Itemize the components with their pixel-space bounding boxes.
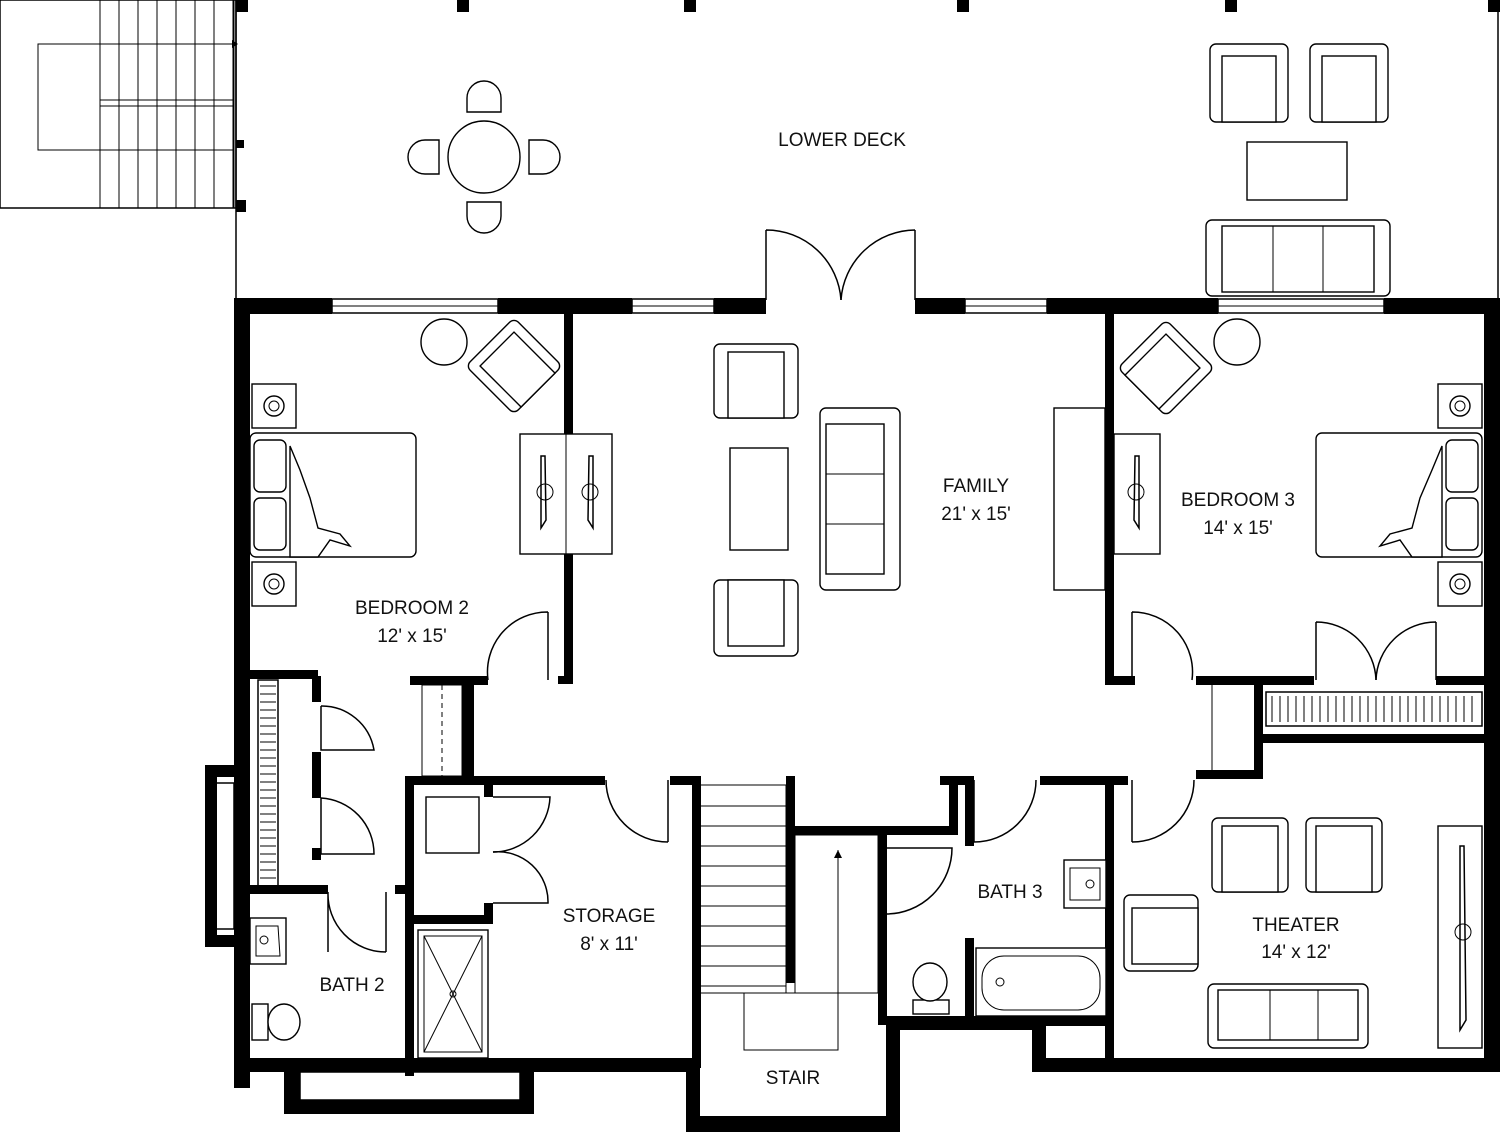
deck-dining-set: [407, 80, 561, 234]
closet-shelving: [257, 679, 1483, 889]
family-dims: 21' x 15': [941, 504, 1011, 525]
bedroom2-furniture: [249, 318, 613, 607]
theater-furniture: [1123, 817, 1483, 1049]
lower-deck: [235, 0, 1500, 300]
storage-dims: 8' x 11': [580, 934, 638, 955]
central-stair: [699, 784, 887, 1051]
theater-name: THEATER: [1252, 915, 1339, 936]
bedroom3-name: BEDROOM 3: [1181, 490, 1295, 511]
bedroom3-furniture: [1113, 318, 1483, 607]
family-furniture: [713, 343, 1106, 657]
bath3-name: BATH 3: [977, 882, 1042, 903]
bath2-name: BATH 2: [319, 975, 384, 996]
windows: [213, 298, 1385, 1101]
bedroom2-dims: 12' x 15': [377, 626, 447, 647]
lower-deck-name: LOWER DECK: [778, 130, 906, 151]
bedroom3-dims: 14' x 15': [1203, 518, 1273, 539]
room-labels: LOWER DECK FAMILY 21' x 15' BEDROOM 2 12…: [319, 130, 1339, 1089]
walls: [205, 298, 1500, 1132]
theater-dims: 14' x 12': [1261, 942, 1331, 963]
deck-lounge-set: [1205, 43, 1391, 297]
storage-bath2-fixtures: [249, 796, 489, 1059]
exterior-stair: [0, 0, 238, 209]
family-name: FAMILY: [943, 476, 1009, 497]
storage-name: STORAGE: [563, 906, 656, 927]
stair-name: STAIR: [766, 1068, 821, 1089]
doors: [320, 229, 1437, 953]
bath3-fixtures: [912, 859, 1107, 1017]
bedroom2-name: BEDROOM 2: [355, 598, 469, 619]
